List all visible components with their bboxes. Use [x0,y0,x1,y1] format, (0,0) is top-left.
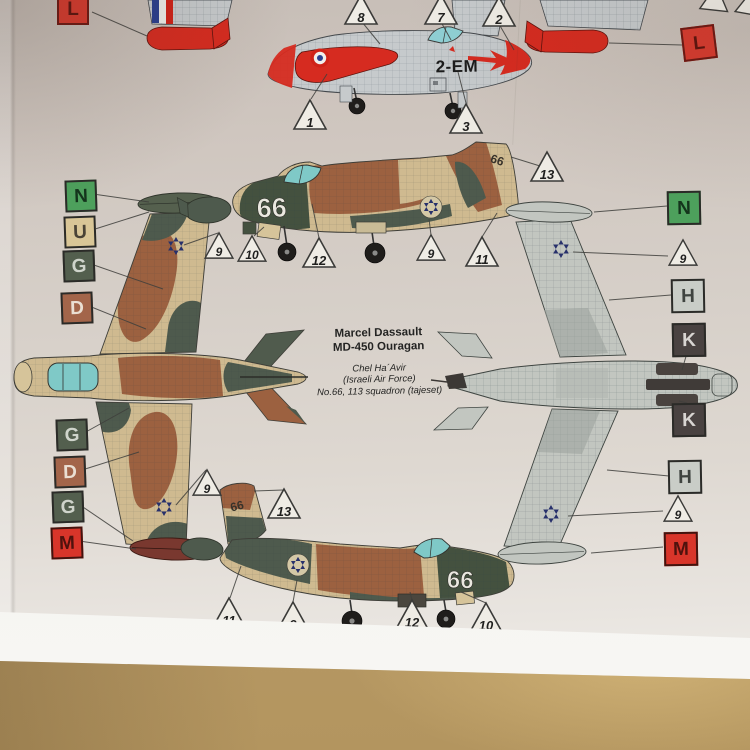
color-chip-H-right-1: H [670,278,706,314]
color-chip-U-left: U [63,215,97,249]
color-chip-K-right-2: K [671,402,707,438]
callout-number: 11 [475,252,489,267]
callout-triangle-9-midbot-1: 9 [191,468,223,496]
chip-letter: K [681,409,697,431]
callout-triangle-9-midtop-2: 9 [415,233,447,261]
callout-triangle-partial-2 [733,0,750,18]
chip-letter: G [60,496,76,518]
callout-triangle-12-midbot: 12 [394,598,430,630]
chip-letter: U [72,221,88,243]
chip-letter: H [680,285,696,307]
color-chip-D-left-2: D [53,455,87,489]
callout-number: 13 [539,167,555,182]
callout-number: 7 [437,10,445,25]
fin-number-text-2: 66 [229,498,246,515]
scheme-title-block: Marcel Dassault MD-450 Ouragan Chel Ha´A… [285,325,472,399]
callout-number: 9 [679,252,687,266]
nose-number-text: 66 [256,192,287,223]
color-chip-L-top-right: L [680,24,718,62]
chip-letter: N [73,185,89,207]
callout-number: 3 [462,119,470,134]
callout-number: 9 [674,508,682,522]
callout-triangle-8: 8 [343,0,379,25]
chip-letter: M [672,538,690,560]
leader-lines [78,11,688,604]
callout-triangle-10-midtop: 10 [236,234,268,262]
color-chip-L-top-left: L [57,0,89,25]
color-chip-M-right: M [663,531,699,567]
callout-triangle-13-top: 13 [529,150,565,182]
chip-letter: D [62,461,78,483]
callout-number: 13 [276,504,292,519]
color-chip-G-left-1: G [62,249,96,283]
callout-triangle-2: 2 [481,0,517,27]
callout-triangle-9-right-1: 9 [667,238,699,266]
callout-triangle-3: 3 [448,102,484,134]
callout-number: 12 [311,253,327,268]
callout-triangle-12-midtop: 12 [301,236,337,268]
french-topview-tail-fragment [146,0,233,51]
color-chip-G-left-3: G [51,490,85,524]
callout-triangle-11-midtop: 11 [464,235,500,267]
nose-number-text-2: 66 [446,567,474,595]
french-bottomview-tail-fragment [524,0,649,54]
callout-number: 9 [427,247,435,261]
callout-triangle-13-midbot: 13 [266,487,302,519]
chip-letter: G [64,424,80,446]
callout-number: 1 [306,115,314,130]
israeli-bottom-view-aircraft [430,201,738,565]
chip-letter: D [69,297,85,319]
color-chip-M-left: M [50,526,84,560]
color-chip-K-right-1: K [671,322,707,358]
callout-number: 2 [495,12,503,27]
callout-triangle-partial-1 [698,0,732,13]
israeli-side-view-left-profile: 66 66 [176,141,519,264]
color-chip-D-left-1: D [60,291,94,325]
color-chip-N-right: N [666,190,702,226]
chip-letter: K [681,329,697,351]
chip-letter: N [676,197,692,219]
callout-triangle-1: 1 [292,98,328,130]
callout-triangle-9-right-2: 9 [662,494,694,522]
french-code-text: 2-EM [435,57,478,77]
chip-letter: L [691,31,707,55]
callout-number: 9 [203,482,211,496]
chip-letter: L [67,0,79,20]
color-chip-N-left: N [64,179,98,213]
chip-letter: H [677,466,693,488]
fin-number-text: 66 [489,151,506,169]
callout-number: 10 [245,248,259,262]
color-chip-G-left-2: G [55,418,89,452]
chip-letter: M [58,532,76,554]
callout-number: 8 [357,10,365,25]
callout-triangle-9-midtop-1: 9 [203,231,235,259]
callout-number: 9 [215,245,223,259]
color-chip-H-right-2: H [667,459,703,495]
chip-letter: G [71,255,87,277]
callout-triangle-7: 7 [423,0,459,25]
callout-triangle-10-midbot: 10 [468,601,504,633]
